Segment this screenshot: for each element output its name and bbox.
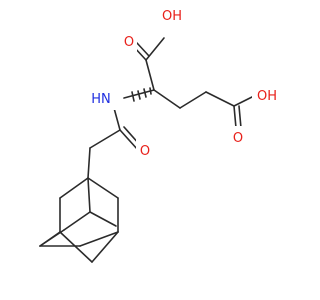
label-o-side: O <box>233 131 243 146</box>
hash-2 <box>143 88 147 98</box>
bond-adamantane-10 <box>59 231 93 263</box>
hash-3 <box>137 90 141 100</box>
label-o-alpha: O <box>124 35 134 50</box>
bond-adamantane-2 <box>87 177 119 199</box>
label-oh-alpha: OH <box>162 9 182 24</box>
atom-labels: OH O HN O OH O <box>86 4 282 161</box>
bond-cd-o <box>233 105 237 129</box>
bond-carbonyl-o <box>119 129 139 151</box>
label-o-amide: O <box>140 144 150 159</box>
bond-adamantane-1 <box>59 177 89 199</box>
bond-adamantane-13 <box>79 231 119 247</box>
bond-adamantane-3 <box>87 177 91 213</box>
bond-cg-cd <box>205 91 235 107</box>
hash-4 <box>131 91 135 102</box>
bond-ch2-adamantyl <box>87 147 91 179</box>
bond-cd-o-double <box>238 105 242 129</box>
bond-carboxyl-o-double <box>136 42 150 57</box>
hash-1 <box>149 87 152 95</box>
label-oh-side: OH <box>257 89 277 104</box>
bond-carbonyl-ch2 <box>89 129 121 149</box>
bond-n-carbonyl <box>113 107 121 131</box>
bond-adamantane-11 <box>91 231 119 263</box>
bond-adamantane-6 <box>63 211 91 231</box>
hashed-wedge <box>131 87 152 102</box>
label-nh: HN <box>91 92 111 107</box>
bond-cd-oh <box>233 95 255 107</box>
bond-alpha-carboxyl <box>145 59 155 91</box>
bond-adamantane-7 <box>89 211 117 227</box>
bond-alpha-cb <box>153 89 181 109</box>
bond-cb-cg <box>179 91 207 109</box>
molecule-diagram: OH O HN O OH O <box>39 4 282 263</box>
